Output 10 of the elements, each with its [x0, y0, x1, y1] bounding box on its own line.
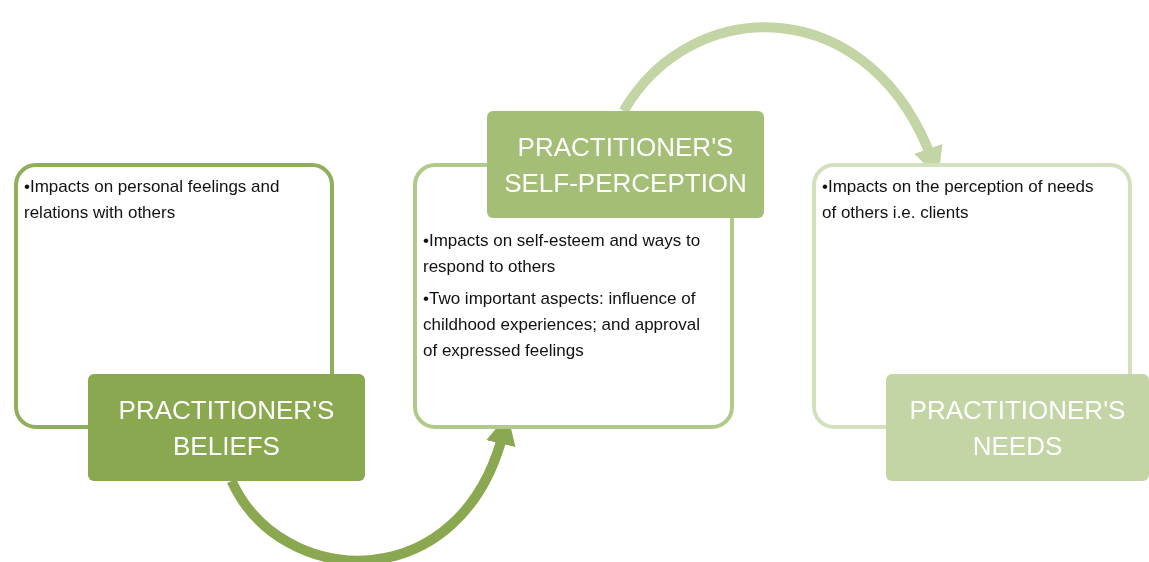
bullet-text: •Impacts on the perception of needs of others i.e. clients [822, 176, 1095, 224]
title-box: PRACTITIONER'S SELF-PERCEPTION [487, 111, 764, 218]
card [812, 163, 1149, 481]
title-box: PRACTITIONER'S BELIEFS [88, 374, 365, 481]
bullet-text: •Impacts on personal feelings and relations with others [24, 176, 281, 224]
card [14, 163, 365, 481]
card [413, 111, 764, 429]
bullet-text: •Impacts on self-esteem and ways to respond to others [423, 230, 702, 278]
bullet-text: •Two important aspects: influence of childhood experiences; and approval of expressed feelings [423, 288, 701, 362]
title-box: PRACTITIONER'S NEEDS [886, 374, 1149, 481]
